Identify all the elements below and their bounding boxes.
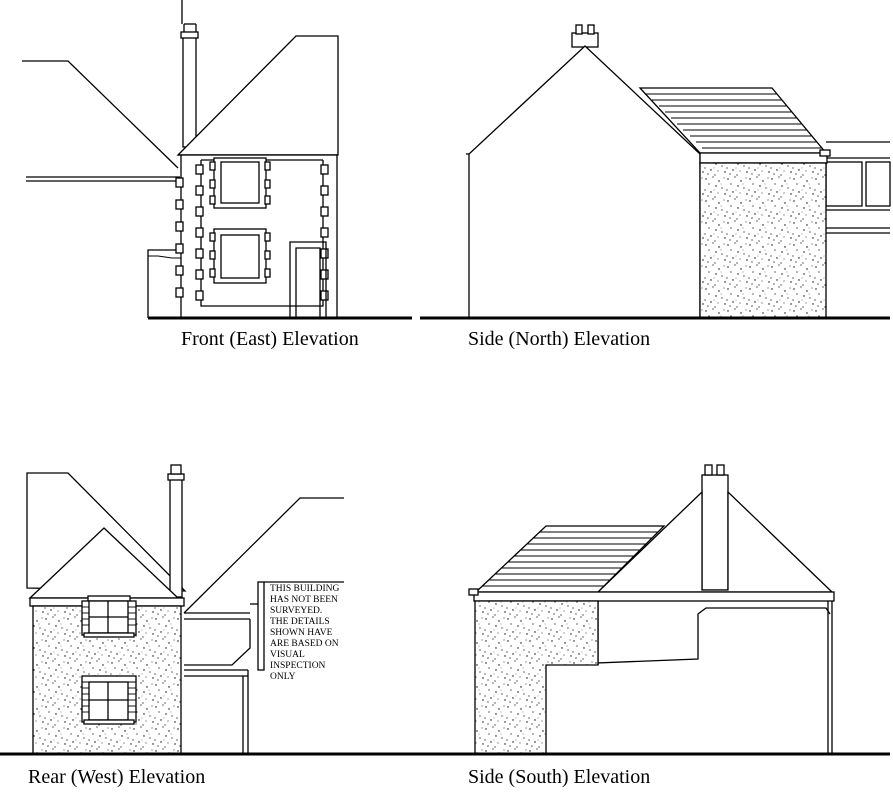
north-elevation bbox=[420, 24, 891, 320]
front-quoins bbox=[175, 164, 329, 301]
rear-neighbour-roof-line bbox=[183, 497, 344, 614]
rear-lower-window bbox=[81, 675, 137, 725]
front-roof bbox=[176, 35, 339, 156]
neighbour-lean-to bbox=[147, 249, 184, 318]
north-eaves bbox=[699, 152, 828, 164]
survey-note-line: ONLY bbox=[270, 672, 296, 682]
north-chimney bbox=[571, 32, 599, 48]
survey-note-line: INSPECTION bbox=[270, 661, 326, 671]
south-eaves bbox=[473, 591, 835, 602]
survey-note-line: HAS NOT BEEN bbox=[270, 595, 338, 605]
survey-note-line: ARE BASED ON bbox=[270, 639, 339, 649]
north-neighbour-building bbox=[825, 141, 891, 234]
survey-note-line: THIS BUILDING bbox=[270, 584, 340, 594]
south-elevation bbox=[420, 464, 890, 756]
north-gable bbox=[468, 45, 701, 318]
north-rendered-wall bbox=[699, 162, 827, 319]
south-chimney bbox=[701, 474, 729, 591]
front-elevation bbox=[22, 0, 412, 320]
south-rendered-wall bbox=[474, 600, 599, 755]
survey-note-line: SURVEYED. bbox=[270, 606, 323, 616]
front-lower-window bbox=[209, 228, 271, 284]
survey-note: THIS BUILDING HAS NOT BEEN SURVEYED. THE… bbox=[270, 584, 339, 683]
caption-north-elevation: Side (North) Elevation bbox=[468, 328, 651, 350]
rear-upper-window bbox=[81, 595, 137, 638]
survey-note-line: SHOWN HAVE bbox=[270, 628, 333, 638]
front-upper-window bbox=[209, 157, 271, 209]
rear-elevation bbox=[0, 464, 420, 756]
rear-side-extension bbox=[184, 612, 251, 754]
rear-chimney bbox=[169, 478, 183, 598]
south-garden-wall bbox=[545, 607, 831, 666]
neighbour-roof-line bbox=[22, 60, 179, 169]
survey-note-line: THE DETAILS bbox=[270, 617, 330, 627]
caption-south-elevation: Side (South) Elevation bbox=[468, 766, 651, 788]
caption-rear-elevation: Rear (West) Elevation bbox=[28, 766, 206, 788]
front-door bbox=[289, 241, 327, 318]
caption-front-elevation: Front (East) Elevation bbox=[181, 328, 359, 350]
front-chimney bbox=[182, 36, 197, 148]
survey-note-line: VISUAL bbox=[270, 650, 305, 660]
note-bracket bbox=[250, 581, 344, 671]
